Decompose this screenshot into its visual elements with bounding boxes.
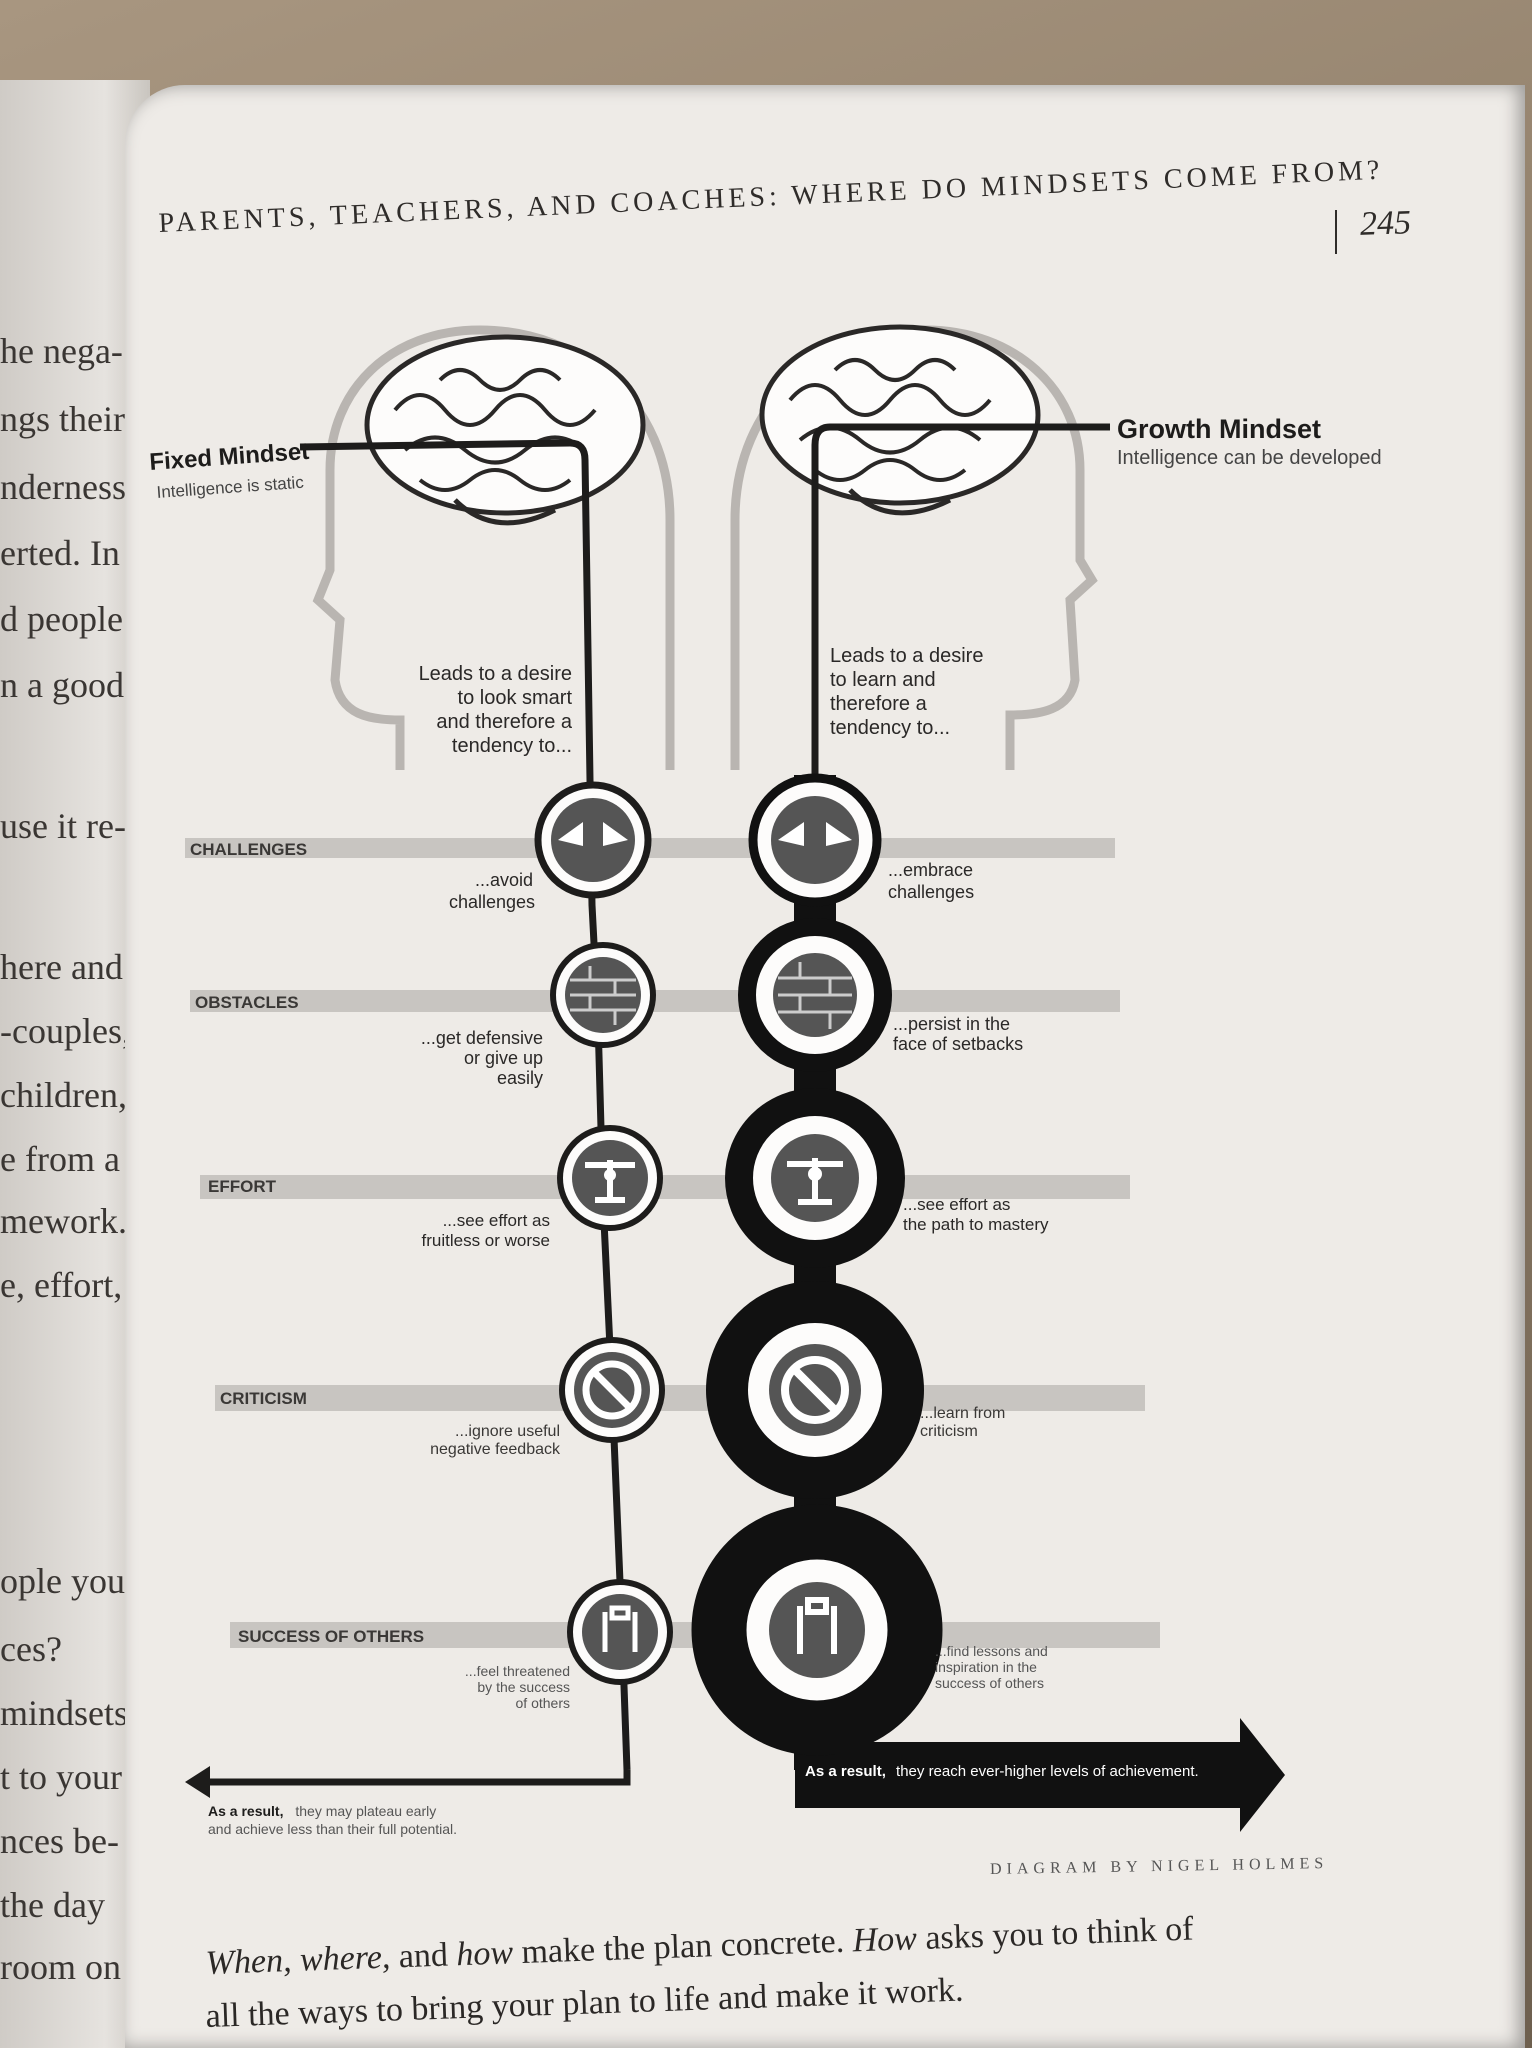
fixed-mindset-title: Fixed Mindset — [149, 438, 311, 476]
fixed-node-challenges — [534, 781, 652, 899]
fixed-outcome-text: ...feel threatened — [465, 1663, 570, 1679]
category-band — [215, 1385, 1145, 1411]
fixed-lead-text-3: and therefore a — [436, 711, 573, 733]
fixed-lead-text-1: Leads to a desire — [419, 663, 572, 685]
left-text-line: room on — [0, 1947, 121, 1987]
growth-mindset-subtitle: Intelligence can be developed — [1117, 447, 1382, 469]
fixed-outcome-text: ...ignore useful — [455, 1423, 560, 1440]
header-divider — [1335, 210, 1337, 254]
body-word: How — [851, 1920, 918, 1960]
fixed-node-success-of-others — [567, 1579, 673, 1685]
fixed-outcome-text: of others — [516, 1695, 570, 1711]
category-label: CRITICISM — [220, 1389, 307, 1408]
category-band — [200, 1175, 1130, 1199]
fixed-node-effort — [557, 1125, 663, 1231]
growth-result-text: they reach ever-higher levels of achieve… — [896, 1763, 1199, 1780]
svg-text:As a result, they may plat: As a result, they may plateau early — [208, 1803, 436, 1819]
left-arrowhead-icon — [185, 1766, 210, 1798]
category-label: SUCCESS OF OTHERS — [238, 1627, 424, 1646]
fixed-result-text: they may plateau early — [295, 1803, 436, 1819]
left-text-line: n a good — [0, 665, 124, 705]
growth-node-obstacles — [738, 918, 892, 1072]
left-text-line: ces? — [0, 1629, 62, 1669]
left-text-line: ople you — [0, 1561, 125, 1601]
fixed-outcome-text: ...see effort as — [443, 1211, 550, 1230]
fixed-outcome-text: challenges — [449, 892, 535, 912]
left-text-line: children, — [0, 1075, 127, 1115]
growth-brain-icon — [759, 324, 1041, 516]
growth-lead-text-4: tendency to... — [830, 717, 950, 739]
category-label: CHALLENGES — [190, 840, 307, 859]
growth-result-arrow — [795, 1718, 1285, 1832]
growth-node-challenges — [748, 773, 882, 907]
fixed-result-arrow — [200, 1770, 631, 1786]
fixed-node-criticism — [559, 1337, 665, 1443]
fixed-outcome-text: by the success — [477, 1679, 570, 1695]
left-text-line: he nega- — [0, 331, 123, 371]
fixed-outcome-text: or give up — [464, 1048, 543, 1068]
growth-outcome-text: ...persist in the — [893, 1014, 1010, 1034]
left-text-line: e from a — [0, 1139, 120, 1179]
left-text-line: nces be- — [0, 1821, 119, 1861]
body-word: how — [455, 1934, 514, 1974]
fixed-outcome-text: negative feedback — [430, 1441, 561, 1458]
growth-lead-text-1: Leads to a desire — [830, 645, 983, 667]
growth-mindset-title: Growth Mindset — [1117, 414, 1321, 444]
growth-outcome-text: inspiration in the — [935, 1659, 1037, 1675]
growth-outcome-text: challenges — [888, 882, 974, 902]
left-text-line: nderness — [0, 467, 126, 507]
growth-outcome-text: ...see effort as — [903, 1195, 1010, 1214]
growth-node-criticism — [706, 1281, 924, 1499]
left-text-line: t to your — [0, 1757, 122, 1797]
fixed-outcome-text: easily — [497, 1068, 543, 1088]
left-text-line: mework. — [0, 1201, 127, 1241]
left-text-line: mindsets, — [0, 1693, 138, 1733]
left-text-line: the day — [0, 1885, 105, 1925]
growth-lead-text-3: therefore a — [830, 693, 928, 715]
left-text-line: ngs their — [0, 399, 125, 439]
left-text-line: erted. In — [0, 533, 120, 573]
fixed-outcome-text: ...get defensive — [421, 1028, 543, 1048]
fixed-leader-line — [299, 439, 594, 781]
growth-outcome-text: ...learn from — [920, 1405, 1005, 1422]
svg-text:As a result, they reach ev: As a result, they reach ever-higher leve… — [805, 1763, 1199, 1780]
growth-outcome-text: ...embrace — [888, 860, 973, 880]
fixed-lead-text-2: to look smart — [458, 687, 573, 709]
growth-outcome-text: criticism — [920, 1423, 978, 1440]
growth-outcome-text: success of others — [935, 1675, 1044, 1691]
growth-leader-line — [811, 423, 1110, 775]
category-label: EFFORT — [208, 1177, 277, 1196]
fixed-lead-text-4: tendency to... — [452, 735, 572, 757]
growth-outcome-text: the path to mastery — [903, 1215, 1049, 1234]
growth-result-bold: As a result, — [805, 1763, 886, 1780]
growth-node-effort — [725, 1088, 905, 1268]
left-text-line: -couples, — [0, 1011, 131, 1051]
growth-outcome-text: face of setbacks — [893, 1034, 1023, 1054]
body-word: When, — [205, 1942, 293, 1982]
fixed-result-bold: As a result, — [208, 1803, 283, 1819]
body-word: asks you to think of — [924, 1910, 1195, 1957]
left-text-line: d people — [0, 599, 123, 639]
fixed-outcome-text: fruitless or worse — [422, 1231, 550, 1250]
growth-outcome-text: ...find lessons and — [935, 1643, 1048, 1659]
fixed-result-text-2: and achieve less than their full potenti… — [208, 1821, 457, 1837]
fixed-outcome-text: ...avoid — [475, 870, 533, 890]
fixed-node-obstacles — [550, 942, 656, 1048]
fixed-brain-icon — [364, 334, 646, 526]
category-label: OBSTACLES — [195, 993, 299, 1012]
growth-node-success-of-others — [691, 1504, 943, 1756]
growth-lead-text-2: to learn and — [830, 669, 936, 691]
fixed-mindset-subtitle: Intelligence is static — [156, 473, 305, 502]
left-text-line: use it re- — [0, 806, 126, 846]
left-text-line: e, effort, — [0, 1265, 123, 1305]
body-word: where, — [299, 1938, 391, 1979]
body-word: and — [398, 1936, 449, 1976]
left-text-line: here and — [0, 947, 123, 987]
